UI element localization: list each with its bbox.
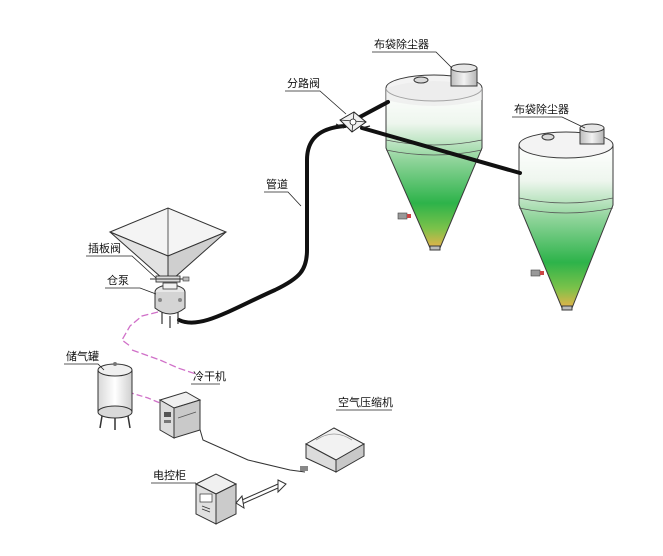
label-dust-collector-1: 布袋除尘器 [374, 37, 429, 51]
leader-silo-pump [105, 287, 157, 295]
conveying-pipeline [177, 124, 347, 325]
feed-hopper [108, 207, 228, 279]
air-line-tank-dryer [131, 349, 197, 375]
control-signal-arrow [235, 479, 287, 510]
pipeline-branch-silo-2 [360, 126, 522, 175]
label-air-compressor: 空气压缩机 [338, 395, 393, 409]
label-pipeline: 管道 [266, 177, 288, 191]
silo-1-body [385, 87, 483, 249]
silo-1-side-valve [397, 212, 411, 220]
silo-1-band-2 [385, 149, 483, 156]
label-diverter-valve: 分路阀 [287, 76, 320, 90]
silo-pump [154, 282, 186, 328]
silo-1-vent [413, 76, 429, 84]
leader-dust-collector-2 [512, 116, 586, 129]
silo-2 [518, 123, 614, 311]
label-dryer: 冷干机 [193, 369, 226, 383]
diverter-valve [335, 111, 371, 133]
air-line-pump [121, 311, 159, 347]
silo-1-filter-cap-top [450, 63, 478, 73]
label-dust-collector-2: 布袋除尘器 [514, 102, 569, 116]
leader-air-tank [64, 363, 105, 371]
silo-1-band [385, 139, 483, 146]
slide-gate-valve [150, 275, 190, 283]
silo-1-outlet [429, 245, 441, 251]
silo-1-roof-shade [386, 81, 482, 106]
silo-2-vent [541, 133, 555, 141]
leader-dust-collector-1 [372, 51, 453, 69]
label-silo-pump: 仓泵 [107, 273, 129, 287]
silo-2-outlet [561, 305, 573, 311]
leader-pipeline [264, 191, 302, 207]
silo-2-side-valve [530, 269, 544, 277]
refrigerated-dryer [158, 391, 202, 439]
silo-1 [385, 63, 483, 251]
label-air-tank: 储气罐 [66, 349, 99, 363]
leader-diverter-valve [285, 90, 347, 115]
pipeline-branch-silo-1 [356, 100, 390, 120]
label-control-cabinet: 电控柜 [153, 468, 186, 482]
silo-2-body [518, 144, 614, 309]
label-slide-gate-valve: 插板阀 [88, 241, 121, 255]
air-tank [97, 362, 133, 430]
air-compressor [300, 427, 366, 473]
air-line-tank [127, 391, 161, 404]
silo-2-filter-cap-top [579, 123, 605, 133]
leader-slide-gate-valve [86, 255, 157, 279]
silo-2-band [518, 197, 614, 204]
air-line-dryer-compressor [194, 411, 306, 473]
control-cabinet [194, 473, 238, 525]
silo-2-band-2 [518, 207, 614, 214]
